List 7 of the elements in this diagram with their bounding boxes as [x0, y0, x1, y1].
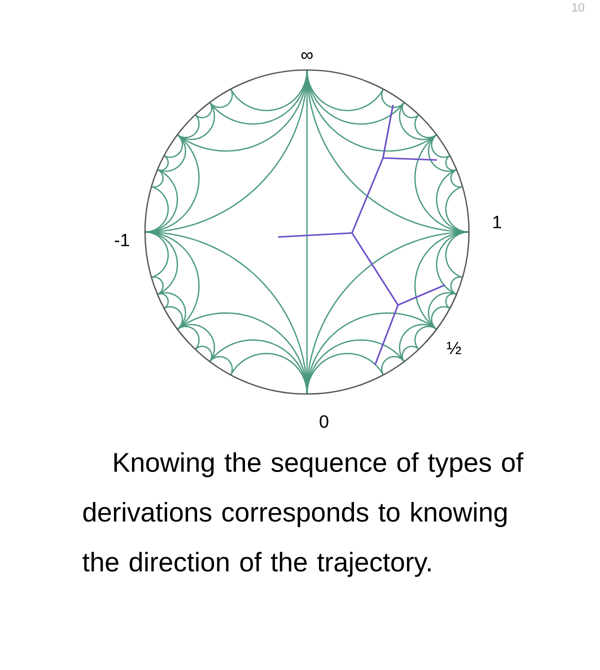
caption-text: Knowing the sequence of types of derivations corresponds to knowing the direction of the trajectory. — [82, 452, 524, 577]
point-label: 1 — [493, 216, 502, 228]
point-label: -1 — [114, 234, 130, 246]
point-label: ∞ — [301, 52, 313, 60]
point-label: 0 — [320, 415, 328, 428]
point-label: 10 — [572, 3, 584, 12]
point-label: ½ — [447, 342, 461, 354]
